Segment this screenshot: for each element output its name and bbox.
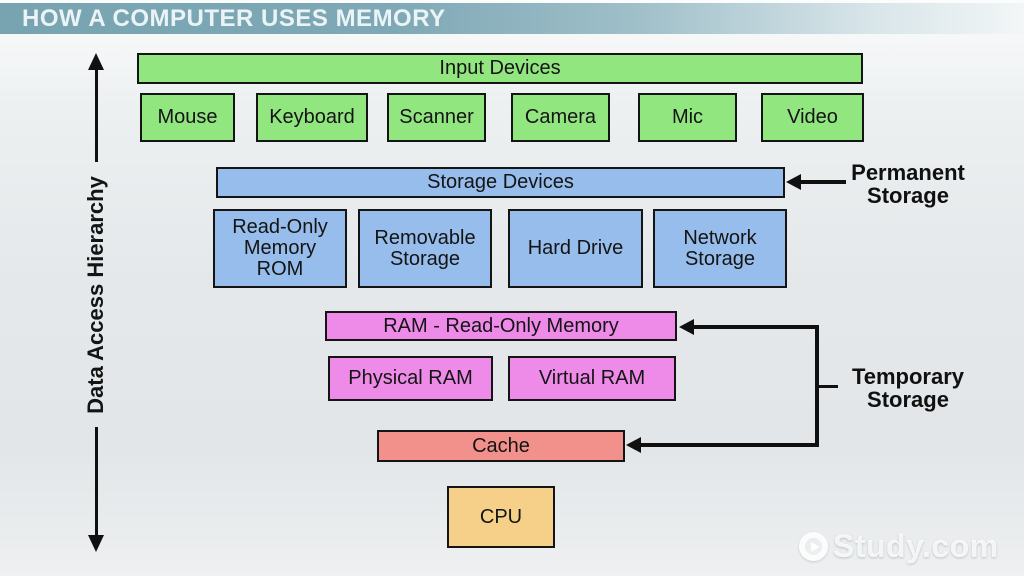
arrow-left-icon [626,437,641,453]
temporary-bracket-tick [819,385,838,388]
arrow-left-icon [786,174,801,190]
label-line: Storage [867,183,949,208]
temporary-storage-label: Temporary Storage [840,365,976,411]
box-camera: Camera [511,93,610,142]
box-label: Read-Only Memory ROM [232,217,328,280]
watermark-brand: Study.com [833,528,999,564]
box-storage-devices: Storage Devices [216,167,785,198]
box-label: Virtual RAM [538,367,646,389]
permanent-storage-label: Permanent Storage [840,161,976,207]
axis-line-top [95,68,98,162]
box-label: Removable Storage [374,226,476,270]
box-physical-ram: Physical RAM [328,356,493,401]
box-label: RAM - Read-Only Memory [383,314,619,337]
box-scanner: Scanner [387,93,486,142]
box-hard-drive: Hard Drive [508,209,643,288]
label-line: Memory [243,237,317,259]
box-ram-read-only-memory: RAM - Read-Only Memory [325,311,677,341]
box-label: CPU [479,505,523,528]
axis-line-bottom [95,427,98,537]
box-label: Video [787,106,838,128]
label-line: Permanent [851,160,965,185]
box-mouse: Mouse [140,93,235,142]
box-label: Mic [671,106,704,128]
box-virtual-ram: Virtual RAM [508,356,676,401]
label-line: ROM [256,258,304,280]
temporary-bracket-top-line [692,325,819,329]
title-bar: HOW A COMPUTER USES MEMORY [0,3,1024,34]
box-label: Network Storage [683,226,757,270]
page-title: HOW A COMPUTER USES MEMORY [22,4,446,32]
label-line: Network [683,226,757,249]
arrow-down-icon [88,535,104,552]
permanent-arrow-line [799,180,846,184]
temporary-bracket-bottom-line [639,443,819,447]
box-input-devices: Input Devices [137,53,863,84]
box-network-storage: Network Storage [653,209,787,288]
box-label: Camera [524,106,597,128]
label-line: Removable [374,226,476,249]
box-keyboard: Keyboard [256,93,368,142]
axis-label: Data Access Hierarchy [83,176,108,414]
watermark: Study.com [799,528,999,565]
box-label: Mouse [157,106,218,128]
box-label: Keyboard [269,106,355,128]
box-read-only-memory-rom: Read-Only Memory ROM [213,209,347,288]
temporary-bracket-vertical-line [815,325,819,447]
play-circle-icon [799,532,828,561]
box-label: Physical RAM [348,367,473,389]
box-cpu: CPU [447,486,555,548]
box-label: Storage Devices [427,171,574,193]
label-line: Storage [389,247,461,270]
label-line: Storage [684,247,756,270]
box-removable-storage: Removable Storage [358,209,492,288]
box-label: Input Devices [439,57,561,79]
box-cache: Cache [377,430,625,462]
arrow-left-icon [679,319,694,335]
play-triangle-icon [810,541,820,552]
box-label: Scanner [399,106,474,128]
label-line: Temporary [851,364,965,389]
label-line: Read-Only [232,216,328,238]
box-mic: Mic [638,93,737,142]
label-line: Storage [867,387,949,412]
box-label: Hard Drive [527,237,624,259]
box-video: Video [761,93,864,142]
arrow-up-icon [88,53,104,70]
box-label: Cache [472,434,530,457]
